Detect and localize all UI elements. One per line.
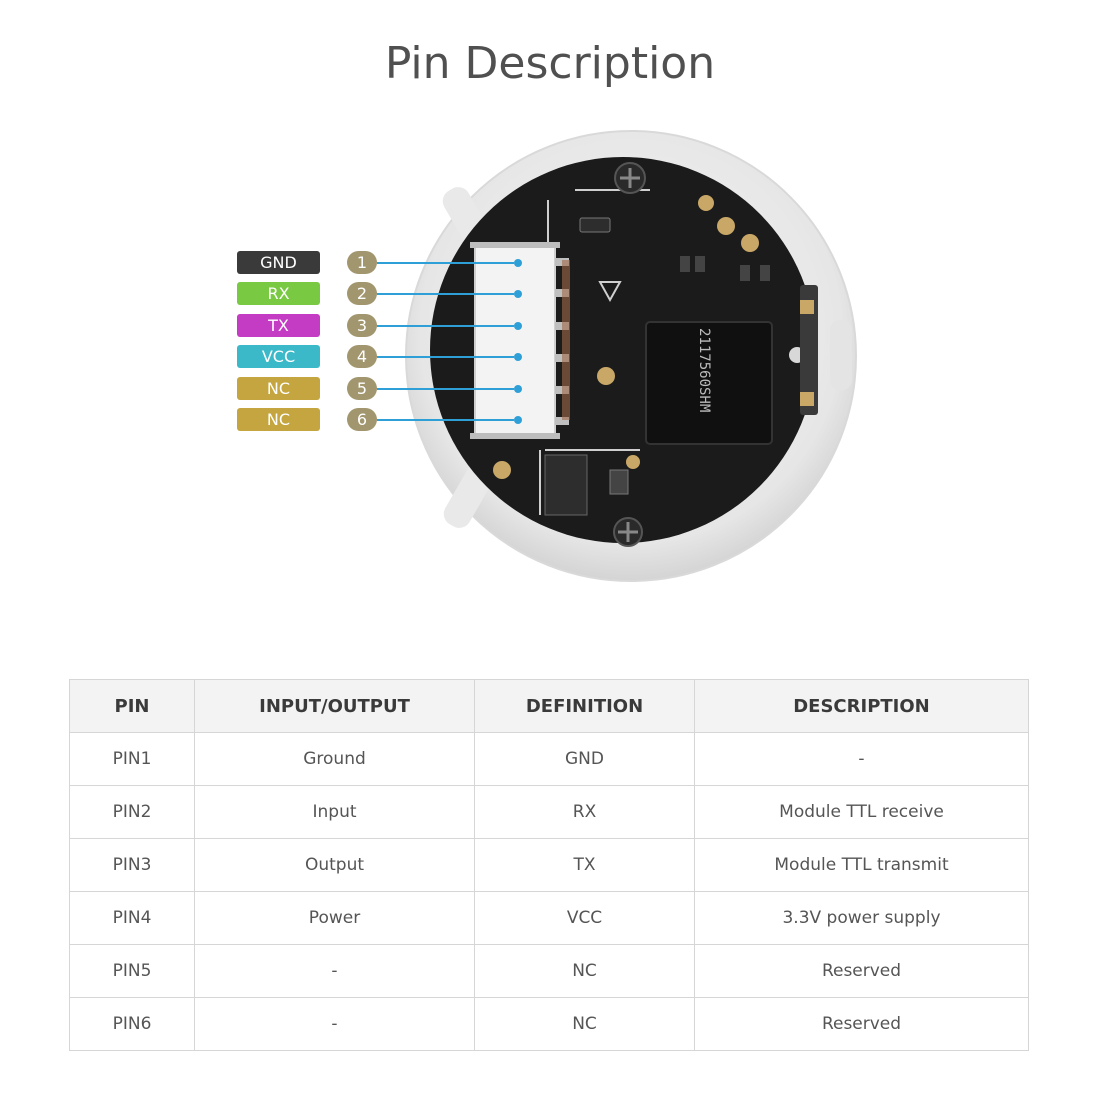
cell-input-output: Power — [194, 891, 475, 945]
table-row: PIN5 - NC Reserved — [69, 944, 1029, 998]
pin-number-5: 5 — [347, 377, 377, 400]
pin-leader-line-6 — [377, 419, 514, 421]
connector-housing — [474, 244, 556, 436]
pin-label-2: RX — [237, 282, 320, 305]
pin-table: PIN INPUT/OUTPUT DEFINITION DESCRIPTION … — [69, 679, 1029, 1051]
cell-pin: PIN6 — [69, 997, 195, 1051]
table-row: PIN4 Power VCC 3.3V power supply — [69, 891, 1029, 945]
pin-number-4: 4 — [347, 345, 377, 368]
cell-pin: PIN4 — [69, 891, 195, 945]
module-board-illustration: 2117560SHM — [405, 130, 857, 582]
pin-number-6: 6 — [347, 408, 377, 431]
chip-marking: 2117560SHM — [696, 328, 712, 412]
table-row: PIN6 - NC Reserved — [69, 997, 1029, 1051]
pin-number-1: 1 — [347, 251, 377, 274]
cell-description: Module TTL receive — [694, 785, 1029, 839]
cell-definition: NC — [474, 944, 695, 998]
cell-pin: PIN5 — [69, 944, 195, 998]
header-input-output: INPUT/OUTPUT — [194, 679, 475, 733]
table-row: PIN1 Ground GND - — [69, 732, 1029, 786]
pin-table-header: PIN INPUT/OUTPUT DEFINITION DESCRIPTION — [69, 679, 1029, 733]
cell-pin: PIN3 — [69, 838, 195, 892]
pin-contact-dot-4 — [514, 353, 522, 361]
cell-description: Reserved — [694, 944, 1029, 998]
pin-number-2: 2 — [347, 282, 377, 305]
module-chip — [645, 321, 773, 445]
header-description: DESCRIPTION — [694, 679, 1029, 733]
header-definition: DEFINITION — [474, 679, 695, 733]
pin-leader-line-1 — [377, 262, 514, 264]
cell-description: - — [694, 732, 1029, 786]
cell-definition: NC — [474, 997, 695, 1051]
cell-description: 3.3V power supply — [694, 891, 1029, 945]
page-title: Pin Description — [384, 38, 716, 89]
pin-leader-line-3 — [377, 325, 514, 327]
cell-description: Module TTL transmit — [694, 838, 1029, 892]
cell-input-output: Input — [194, 785, 475, 839]
pin-leader-line-5 — [377, 388, 514, 390]
cell-definition: GND — [474, 732, 695, 786]
pin-label-4: VCC — [237, 345, 320, 368]
pin-label-5: NC — [237, 377, 320, 400]
pin-contact-dot-3 — [514, 322, 522, 330]
pin-leader-line-2 — [377, 293, 514, 295]
pin-contact-dot-1 — [514, 259, 522, 267]
cell-definition: TX — [474, 838, 695, 892]
pin-contact-dot-6 — [514, 416, 522, 424]
header-pin: PIN — [69, 679, 195, 733]
cell-pin: PIN1 — [69, 732, 195, 786]
table-row: PIN2 Input RX Module TTL receive — [69, 785, 1029, 839]
pin-leader-line-4 — [377, 356, 514, 358]
pin-label-3: TX — [237, 314, 320, 337]
cell-input-output: - — [194, 997, 475, 1051]
cell-definition: VCC — [474, 891, 695, 945]
pin-label-6: NC — [237, 408, 320, 431]
cell-definition: RX — [474, 785, 695, 839]
cell-pin: PIN2 — [69, 785, 195, 839]
cell-input-output: - — [194, 944, 475, 998]
table-row: PIN3 Output TX Module TTL transmit — [69, 838, 1029, 892]
cell-description: Reserved — [694, 997, 1029, 1051]
cell-input-output: Output — [194, 838, 475, 892]
pin-contact-dot-5 — [514, 385, 522, 393]
pin-number-3: 3 — [347, 314, 377, 337]
cell-input-output: Ground — [194, 732, 475, 786]
pin-contact-dot-2 — [514, 290, 522, 298]
pin-label-1: GND — [237, 251, 320, 274]
